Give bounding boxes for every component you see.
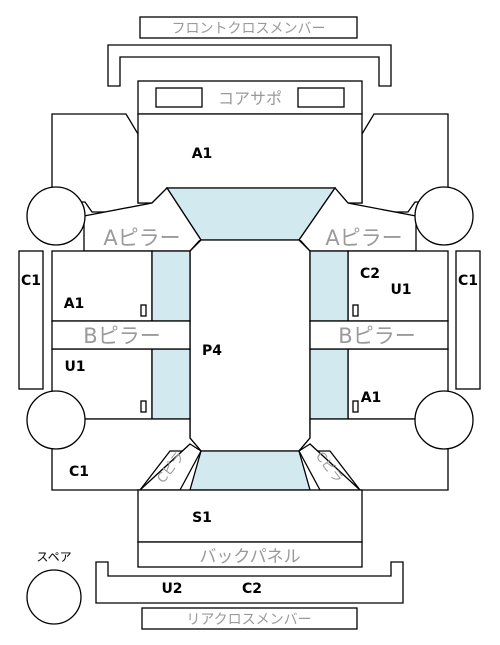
right-front-door[interactable]	[347, 250, 449, 322]
rear-window[interactable]	[189, 450, 311, 491]
right-rear-door-code: A1	[361, 390, 382, 406]
right-b-pillar-label: Bピラー	[338, 324, 415, 348]
right-rear-window[interactable]	[309, 348, 349, 420]
left-a-pillar-label: Aピラー	[103, 226, 180, 250]
right-a-pillar-label: Aピラー	[325, 226, 402, 250]
front-right-wheel[interactable]	[414, 186, 474, 246]
right-front-door-code-u1: U1	[390, 282, 411, 298]
left-rear-door-code: U1	[64, 359, 85, 375]
back-panel-box[interactable]	[137, 541, 363, 568]
front-left-wheel[interactable]	[26, 186, 86, 246]
right-side-sill-code: C1	[458, 273, 478, 289]
front-cross-member-label: フロントクロスメンバー	[172, 21, 326, 37]
trunk-lid[interactable]	[137, 489, 363, 543]
left-side-sill[interactable]	[18, 250, 44, 390]
left-rear-quarter-code: C1	[69, 464, 89, 480]
left-b-pillar-label: Bピラー	[83, 324, 160, 348]
roof-code: P4	[202, 343, 222, 359]
core-support-left-slot	[155, 87, 203, 108]
rear-bumper-bracket[interactable]	[95, 561, 404, 604]
hood-code: A1	[192, 146, 213, 162]
left-front-door-handle	[140, 304, 147, 317]
spare-tire-label: スペア	[36, 550, 71, 564]
front-cross-member-box[interactable]	[139, 16, 358, 39]
left-rear-door-handle	[140, 400, 147, 413]
rear-cross-member-label: リアクロスメンバー	[186, 612, 311, 628]
rear-bumper-code-c2: C2	[242, 581, 262, 597]
core-support-label: コアサポ	[218, 89, 282, 108]
front-bumper-bracket[interactable]	[107, 44, 392, 87]
trunk-code: S1	[192, 510, 212, 526]
right-front-door-code-c2: C2	[360, 266, 380, 282]
right-front-window[interactable]	[309, 250, 349, 322]
rear-bumper-code-u2: U2	[161, 581, 182, 597]
back-panel-label: バックパネル	[199, 547, 300, 567]
core-support-right-slot	[297, 87, 345, 108]
spare-tire[interactable]	[26, 569, 82, 625]
left-side-sill-code: C1	[21, 273, 41, 289]
rear-left-wheel[interactable]	[26, 390, 86, 450]
right-front-door-handle	[352, 304, 359, 317]
right-b-pillar[interactable]	[309, 320, 449, 350]
left-front-window[interactable]	[151, 250, 191, 322]
right-rear-door-handle	[352, 400, 359, 413]
left-rear-window[interactable]	[151, 348, 191, 420]
left-b-pillar[interactable]	[51, 320, 191, 350]
rear-right-wheel[interactable]	[414, 390, 474, 450]
rear-cross-member-box[interactable]	[141, 607, 358, 630]
left-front-door-code: A1	[64, 296, 85, 312]
right-side-sill[interactable]	[455, 250, 481, 390]
